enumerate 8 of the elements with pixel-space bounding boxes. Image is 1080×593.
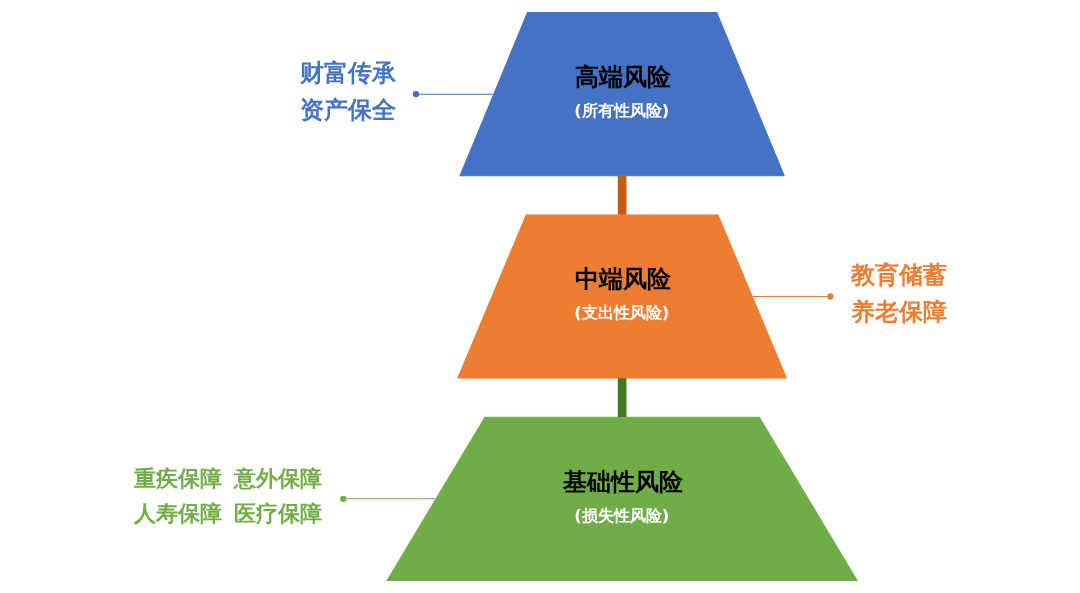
connector <box>340 495 437 502</box>
node-text: 财富传承 资产保全 <box>300 58 397 124</box>
connector <box>752 293 834 300</box>
node-text: 教育储蓄 养老保障 <box>850 261 947 326</box>
connector <box>617 175 627 215</box>
connector <box>412 91 495 98</box>
connector <box>617 378 627 418</box>
node-text: 重疾保障 意外保障 人寿保障 医疗保障 <box>133 465 322 526</box>
